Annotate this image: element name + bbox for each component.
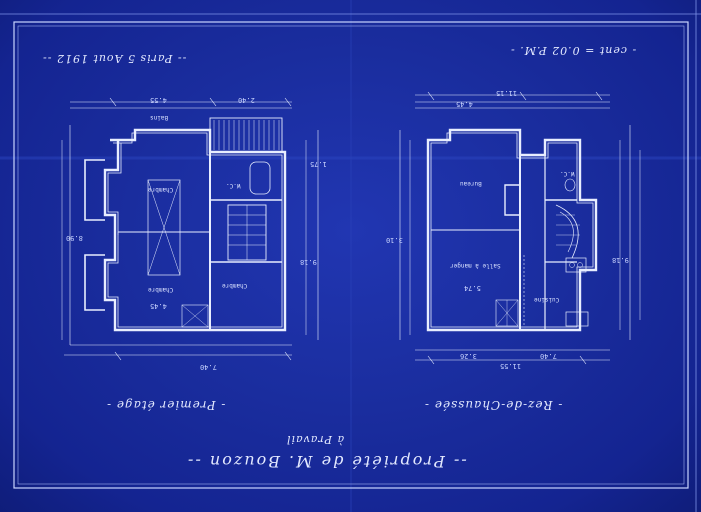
dimension-label: 1.75: [310, 160, 327, 168]
dimension-label: 9.18: [612, 256, 629, 264]
scale-note: - cent = 0.02 P.M. -: [510, 44, 637, 57]
caption-left: - Premier étage -: [106, 398, 226, 412]
dimension-label: 2.40: [238, 96, 255, 104]
dimension-label: 4.55: [150, 96, 167, 104]
sheet-subtitle: à Pravail: [286, 433, 345, 446]
floor-plan-right: [399, 94, 641, 361]
dimension-label: 4.45: [150, 302, 167, 310]
sheet-title: -- Propriété de M. Bouzon --: [186, 452, 467, 471]
room-label: Chambre: [148, 286, 174, 293]
dimension-label: 3.10: [386, 236, 403, 244]
dimension-label: 3.26: [460, 352, 477, 360]
dimension-label: 5.74: [464, 284, 481, 292]
dimension-label: 11.15: [496, 89, 518, 97]
sheet-border: [13, 21, 689, 489]
balcony-hatch: [213, 120, 280, 150]
dimension-label: 4.45: [456, 100, 473, 108]
floor-plan-left: [61, 101, 319, 356]
sheet-border-inner: [17, 25, 685, 485]
dimension-label: 9.18: [300, 258, 317, 266]
dimension-label: 11.55: [500, 362, 522, 370]
dimension-label: 7.40: [200, 363, 217, 371]
room-label: Chambre: [148, 186, 174, 193]
caption-right: - Rez-de-Chaussée -: [424, 398, 563, 412]
room-label: Chambre: [222, 282, 248, 289]
room-label: Salle à manger: [450, 262, 501, 269]
room-label: Bains: [150, 114, 169, 121]
dimension-label: 8.90: [66, 234, 83, 242]
dimension-label: 7.40: [540, 352, 557, 360]
room-label: Cuisine: [534, 296, 560, 303]
dimension-ticks: [109, 91, 603, 365]
date-note: -- Paris 5 Aout 1912 --: [42, 52, 187, 65]
room-label: W.C.: [560, 170, 575, 177]
room-label: W.C.: [226, 182, 241, 189]
room-label: Bureau: [460, 180, 482, 187]
